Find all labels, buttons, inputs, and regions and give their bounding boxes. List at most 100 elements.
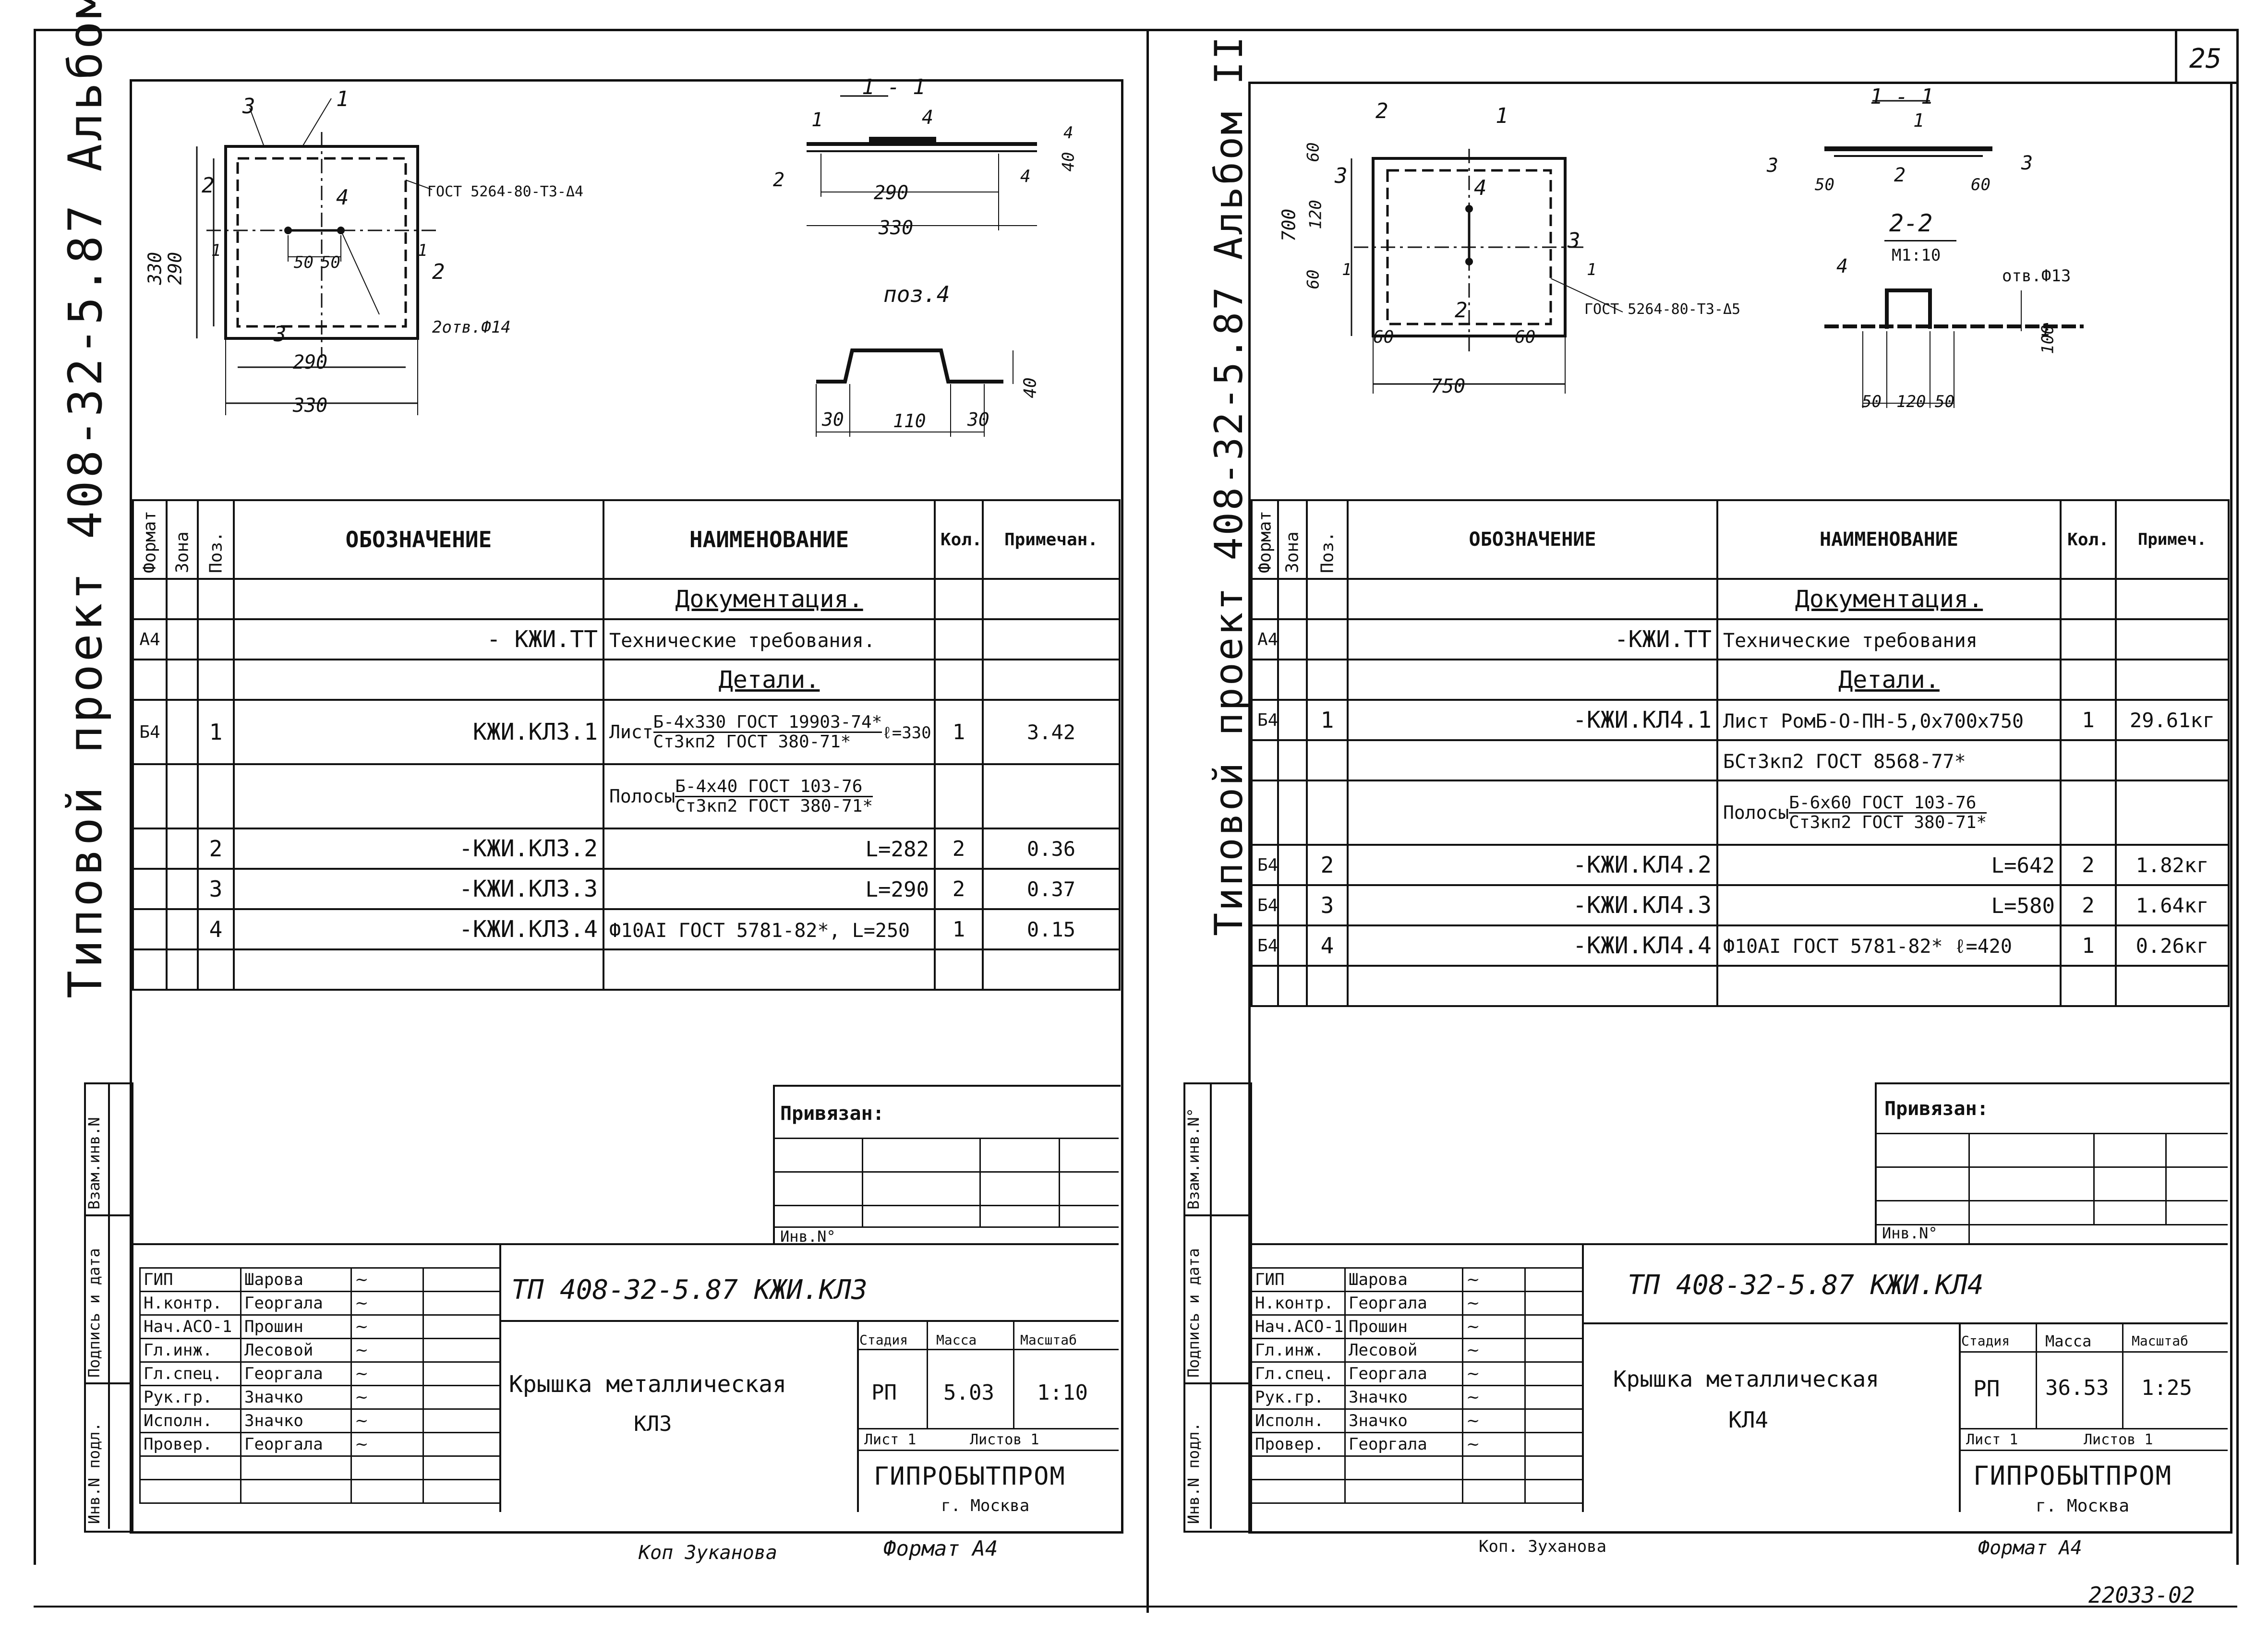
stamp-date xyxy=(1524,1291,1583,1316)
right-plan-dim-60c: 60 xyxy=(1373,327,1394,347)
right-plan-dim-120: 120 xyxy=(1306,200,1326,229)
stamp-people-row: Провер.Георгала~ xyxy=(1251,1432,1583,1457)
stamp-signature: ~ xyxy=(350,1385,424,1410)
top-border-right xyxy=(1149,29,2239,31)
cell-format: Б4 xyxy=(132,699,168,765)
left-side-title: Типовой проект 408-32-5.87 Альбом II xyxy=(59,0,112,998)
left-th-format: Формат xyxy=(132,499,168,580)
right-privyazan-box xyxy=(1875,1082,2230,1245)
left-plan-callout-2: 2 xyxy=(202,173,215,198)
cell-format xyxy=(1251,739,1279,781)
cell-qty xyxy=(2060,965,2117,1007)
cell-designation xyxy=(1347,739,1718,781)
stamp-date xyxy=(1524,1432,1583,1457)
cell-format xyxy=(132,578,168,620)
left-privyazan-box xyxy=(773,1085,1121,1245)
cell-format: Б4 xyxy=(1251,699,1279,741)
right-th-designation: ОБОЗНАЧЕНИЕ xyxy=(1347,499,1718,580)
stamp-empty-cell xyxy=(139,1455,241,1480)
left-priv-h3 xyxy=(773,1205,1119,1206)
cell-qty: 2 xyxy=(2060,844,2117,886)
stamp-signature: ~ xyxy=(350,1432,424,1457)
cell-name: БСт3кп2 ГОСТ 8568-77* xyxy=(1716,739,2062,781)
left-stamp-scale: 1:10 xyxy=(1037,1380,1088,1405)
name-bottom: Ст3кп2 ГОСТ 380-71* xyxy=(675,796,873,816)
cell-pos xyxy=(1306,578,1349,620)
stamp-empty-cell xyxy=(139,1479,241,1504)
right-side-field-1: Подпись и дата xyxy=(1184,1248,1203,1378)
cell-pos xyxy=(197,948,235,991)
left-priv-h4 xyxy=(773,1226,1119,1228)
right-stamp-sheets: Листов 1 xyxy=(2084,1431,2153,1448)
right-border xyxy=(2236,29,2239,1565)
left-th-designation: ОБОЗНАЧЕНИЕ xyxy=(233,499,604,580)
cell-pos: 4 xyxy=(197,908,235,950)
left-side-field-2: Инв.N подл. xyxy=(85,1422,103,1524)
left-stamp-h1 xyxy=(499,1320,1119,1322)
right-priv-v1 xyxy=(1968,1133,1970,1243)
stamp-date xyxy=(422,1385,501,1410)
left-stamp-code: ТП 408-32-5.87 КЖИ.КЛ3 xyxy=(511,1274,868,1306)
cell-zone xyxy=(1277,659,1308,701)
right-stamp-top xyxy=(1248,1243,2228,1245)
cell-designation: -КЖИ.КЛ3.2 xyxy=(233,828,604,870)
right-s22-underline xyxy=(1884,240,1956,241)
name-text: БСт3кп2 ГОСТ 8568-77* xyxy=(1723,751,1966,773)
cell-designation: -КЖИ.КЛ4.2 xyxy=(1347,844,1718,886)
cell-designation xyxy=(1347,578,1718,620)
cell-designation: -КЖИ.КЛ4.3 xyxy=(1347,884,1718,926)
stamp-date xyxy=(1524,1338,1583,1363)
cell-note: 1.82кг xyxy=(2115,844,2230,886)
left-section-callout-4: 4 xyxy=(922,107,934,129)
stamp-empty-cell xyxy=(1524,1479,1583,1504)
right-s11-dim-50: 50 xyxy=(1815,175,1834,194)
stamp-people-row: Н.контр.Георгала~ xyxy=(139,1291,501,1316)
cell-format: А4 xyxy=(1251,618,1279,660)
right-plan-callout-4: 4 xyxy=(1474,176,1487,200)
cell-note: 0.36 xyxy=(982,828,1121,870)
right-inv-no: Инв.N° xyxy=(1882,1224,1938,1242)
left-format: Формат А4 xyxy=(883,1536,998,1561)
stamp-signature: ~ xyxy=(1462,1361,1526,1386)
cell-qty xyxy=(2060,739,2117,781)
name-text: Документация. xyxy=(675,585,863,613)
cell-note: 3.42 xyxy=(982,699,1121,765)
right-stamp-scale-label: Масштаб xyxy=(2132,1333,2189,1349)
cell-note: 0.15 xyxy=(982,908,1121,950)
cell-name: Ф10АI ГОСТ 5781-82*, L=250 xyxy=(603,908,936,950)
right-stamp-v2 xyxy=(1959,1322,1961,1512)
stamp-person: Георгала xyxy=(240,1291,352,1316)
stamp-role: Рук.гр. xyxy=(139,1385,241,1410)
left-strip-div2 xyxy=(84,1382,130,1384)
left-th-zone: Зона xyxy=(166,499,199,580)
stamp-empty-cell xyxy=(240,1479,352,1504)
stamp-date xyxy=(422,1432,501,1457)
right-side-title: Типовой проект 408-32-5.87 Альбом II xyxy=(1206,35,1251,936)
name-text: L=282 xyxy=(865,837,929,862)
name-top: Б-4х330 ГОСТ 19903-74* xyxy=(653,712,882,733)
left-section-1-1-drawing xyxy=(807,95,1037,230)
right-stamp-mass: 36.53 xyxy=(2045,1376,2109,1400)
left-stamp-mass-label: Масса xyxy=(936,1332,977,1348)
right-table-header-row: Формат Зона Поз. ОБОЗНАЧЕНИЕ НАИМЕНОВАНИ… xyxy=(1251,499,2230,580)
left-th-note: Примечан. xyxy=(982,499,1121,580)
cell-zone xyxy=(166,908,199,950)
stamp-person: Георгала xyxy=(1344,1432,1463,1457)
cell-format xyxy=(132,763,168,829)
cell-note xyxy=(982,948,1121,991)
stamp-empty-cell xyxy=(1524,1455,1583,1480)
left-stamp-vsep xyxy=(499,1243,501,1512)
cell-note: 1.64кг xyxy=(2115,884,2230,926)
cell-name: L=580 xyxy=(1716,884,2062,926)
right-priv-h3 xyxy=(1875,1200,2228,1201)
left-pos4-dim-30a: 30 xyxy=(822,409,844,430)
cell-qty: 2 xyxy=(934,828,984,870)
stamp-signature: ~ xyxy=(350,1408,424,1433)
stamp-signature: ~ xyxy=(1462,1432,1526,1457)
table-row: Документация. xyxy=(1251,578,2230,620)
